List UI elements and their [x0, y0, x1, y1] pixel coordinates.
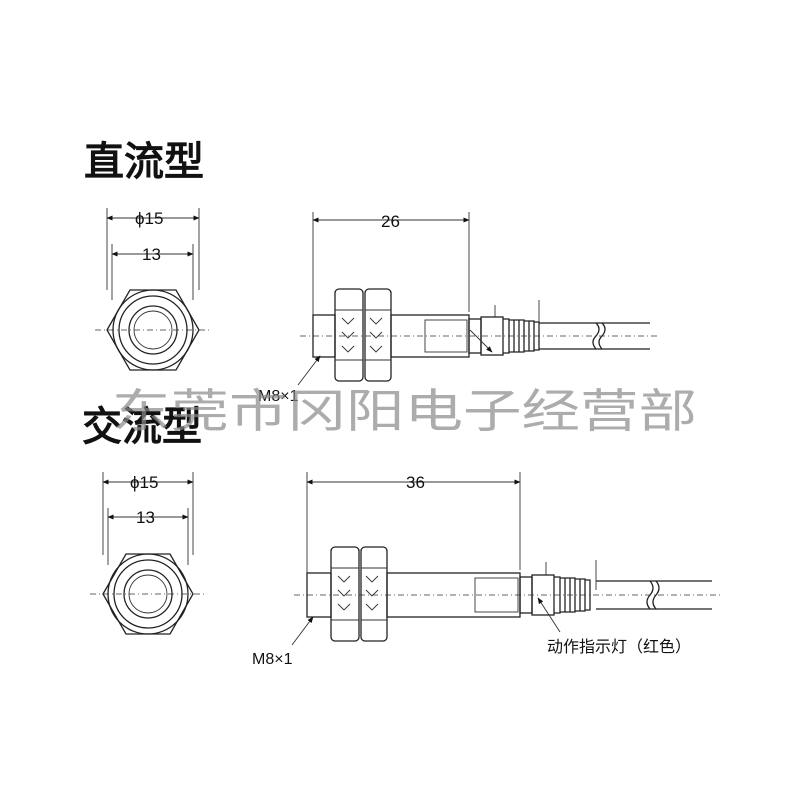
- ac-indicator-label: 动作指示灯（红色）: [547, 638, 691, 656]
- ac-dim-phi15: ϕ15: [130, 473, 158, 492]
- watermark-text: 东莞市冈阳电子经营部: [112, 384, 697, 438]
- ac-thread-label: M8×1: [252, 651, 293, 668]
- ac-front-view: ϕ15 13: [90, 472, 206, 635]
- dc-side-view: 26 M8×1: [258, 212, 660, 405]
- ac-dim-36: 36: [406, 473, 425, 492]
- ac-title: 交流型: [82, 404, 202, 450]
- dc-front-view: ϕ15 13: [95, 208, 211, 371]
- dc-thread-label: M8×1: [258, 388, 299, 405]
- dc-dim-phi15: ϕ15: [135, 209, 163, 228]
- ac-dim-13: 13: [136, 508, 155, 527]
- dc-title: 直流型: [84, 139, 204, 185]
- ac-hex-nut: [102, 553, 194, 635]
- dc-dim-13: 13: [142, 245, 161, 264]
- ac-side-view: 36 动作指示灯（红色） M8×1: [252, 472, 720, 668]
- dc-dim-26: 26: [381, 212, 400, 231]
